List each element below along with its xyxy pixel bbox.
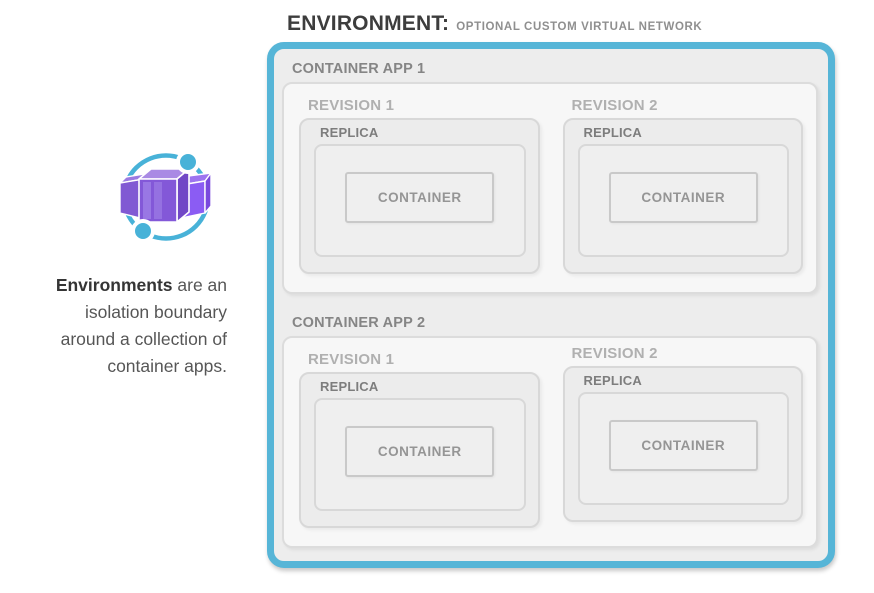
app1-revision-2: REVISION 2 REPLICA CONTAINER [562, 97, 803, 274]
container-app-2: CONTAINER APP 2 REVISION 1 REPLICA CONTA… [282, 315, 818, 548]
environment-description: Environments are an isolation boundary a… [7, 272, 227, 380]
app1-revision-2-box: REPLICA CONTAINER [562, 118, 803, 274]
app1-revision-1-label: REVISION 1 [308, 97, 395, 114]
app2-rev2-replica-label: REPLICA [583, 373, 642, 388]
app1-rev1-replica-box: CONTAINER [314, 144, 526, 257]
app2-rev1-container-label: CONTAINER [377, 444, 462, 459]
app2-rev2-container-box: CONTAINER [608, 420, 758, 471]
container-app-1-box: REVISION 1 REPLICA CONTAINER REVISION 2 … [282, 82, 818, 294]
app2-rev2-replica-box: CONTAINER [577, 392, 789, 505]
app1-rev1-replica-label: REPLICA [320, 125, 379, 140]
environment-subtitle: OPTIONAL CUSTOM VIRTUAL NETWORK [456, 21, 703, 33]
app2-rev1-replica-box: CONTAINER [314, 398, 526, 511]
environment-box: CONTAINER APP 1 REVISION 1 REPLICA CONTA… [267, 42, 835, 568]
container-app-1: CONTAINER APP 1 REVISION 1 REPLICA CONTA… [282, 61, 818, 294]
environment-title: ENVIRONMENT: [287, 12, 450, 35]
app1-revision-1-box: REPLICA CONTAINER [299, 118, 540, 274]
container-apps-icon [119, 150, 212, 242]
diagram-title: ENVIRONMENT: OPTIONAL CUSTOM VIRTUAL NET… [287, 12, 702, 36]
description-bold: Environments [55, 275, 173, 295]
container-app-2-label: CONTAINER APP 2 [292, 315, 426, 331]
app2-revision-2-box: REPLICA CONTAINER [562, 366, 803, 522]
app1-rev2-replica-box: CONTAINER [577, 144, 789, 257]
app2-revision-2: REVISION 2 REPLICA CONTAINER [562, 345, 803, 522]
app2-rev1-replica-label: REPLICA [320, 379, 379, 394]
app1-revision-1: REVISION 1 REPLICA CONTAINER [299, 98, 540, 274]
app1-rev2-container-box: CONTAINER [608, 172, 758, 223]
description-line-1: Environments are an [55, 275, 227, 295]
app2-revision-1: REVISION 1 REPLICA CONTAINER [299, 352, 540, 528]
app1-rev2-replica-label: REPLICA [583, 125, 642, 140]
app2-rev2-container-label: CONTAINER [641, 438, 726, 453]
description-line-4: container apps. [107, 356, 227, 376]
description-line-3: around a collection of [60, 329, 227, 349]
app1-rev1-container-box: CONTAINER [345, 172, 495, 223]
app1-rev1-container-label: CONTAINER [377, 190, 462, 205]
app1-revision-2-label: REVISION 2 [571, 97, 658, 114]
container-app-2-box: REVISION 1 REPLICA CONTAINER REVISION 2 … [282, 336, 818, 548]
app2-revision-2-label: REVISION 2 [571, 345, 658, 362]
app2-revision-1-box: REPLICA CONTAINER [299, 372, 540, 528]
description-line-2: isolation boundary [84, 302, 227, 322]
app1-rev2-container-label: CONTAINER [641, 190, 726, 205]
app2-rev1-container-box: CONTAINER [345, 426, 495, 477]
container-app-1-label: CONTAINER APP 1 [292, 61, 426, 77]
app2-revision-1-label: REVISION 1 [308, 351, 395, 368]
